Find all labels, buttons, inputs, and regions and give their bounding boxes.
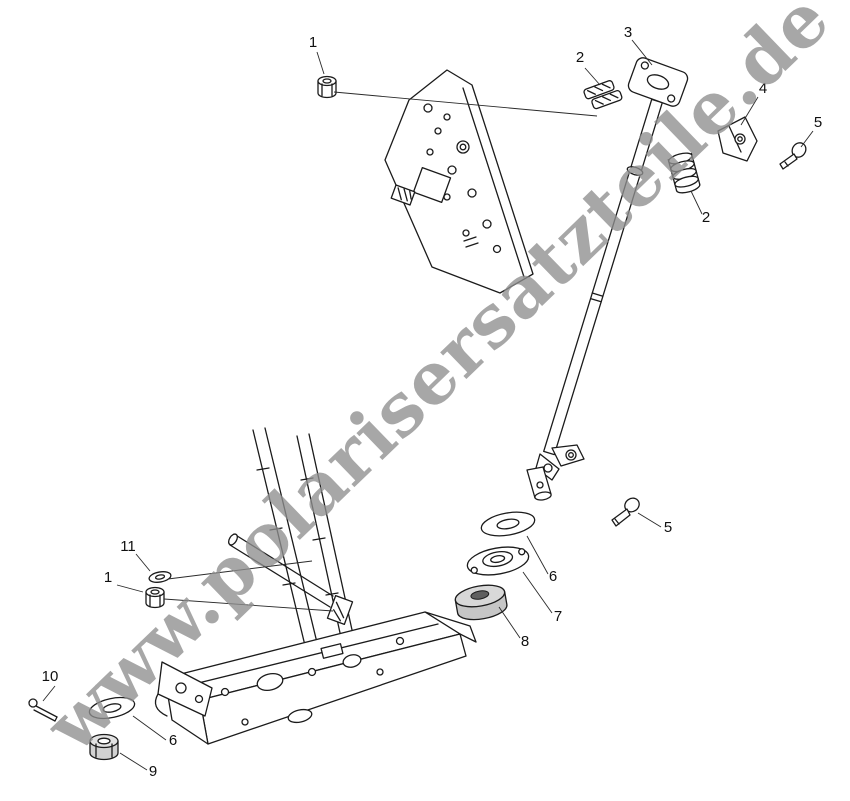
- callout-10: 10: [42, 668, 59, 685]
- rubber-bushing: [454, 584, 508, 621]
- washer: [88, 696, 136, 720]
- washer: [148, 571, 172, 583]
- frame-lower: [154, 427, 477, 745]
- callout-8: 8: [521, 633, 529, 650]
- steering-post-assembly: [526, 57, 689, 501]
- post-collar: [626, 166, 644, 176]
- callout-1-left: 1: [104, 569, 112, 586]
- callout-1-top: 1: [309, 34, 317, 51]
- cotter-pin: [28, 698, 58, 722]
- washer: [480, 511, 536, 537]
- callout-2-lower: 2: [702, 209, 710, 226]
- foot-bracket: [154, 661, 213, 717]
- bearing-flange-cap: [466, 546, 530, 576]
- callout-11: 11: [120, 538, 136, 555]
- leader-lines: [42, 39, 814, 771]
- hex-nut: [89, 733, 119, 761]
- callout-9: 9: [149, 763, 157, 780]
- callout-5-lower: 5: [664, 519, 672, 536]
- hex-nut: [317, 75, 337, 99]
- frame-upper-plate: [384, 69, 534, 294]
- callout-4: 4: [759, 80, 767, 97]
- bolt: [779, 142, 807, 170]
- callout-3: 3: [624, 24, 632, 41]
- callout-labels: 1 2 3 4 5 2 5 6 7 8 11 1 10 6 9: [42, 24, 823, 780]
- steering-post-yoke: [526, 444, 585, 501]
- callout-6-mid: 6: [549, 568, 557, 585]
- mount-bracket: [717, 116, 758, 162]
- callout-2-top: 2: [576, 49, 584, 66]
- hex-nut: [145, 586, 165, 609]
- callout-6-bottom: 6: [169, 732, 177, 749]
- steering-post-flange: [627, 57, 689, 107]
- bolt: [611, 497, 640, 527]
- callout-7: 7: [554, 608, 562, 625]
- clamp-half: [583, 80, 623, 110]
- adjuster-spring: [667, 152, 701, 194]
- callout-5-top: 5: [814, 114, 822, 131]
